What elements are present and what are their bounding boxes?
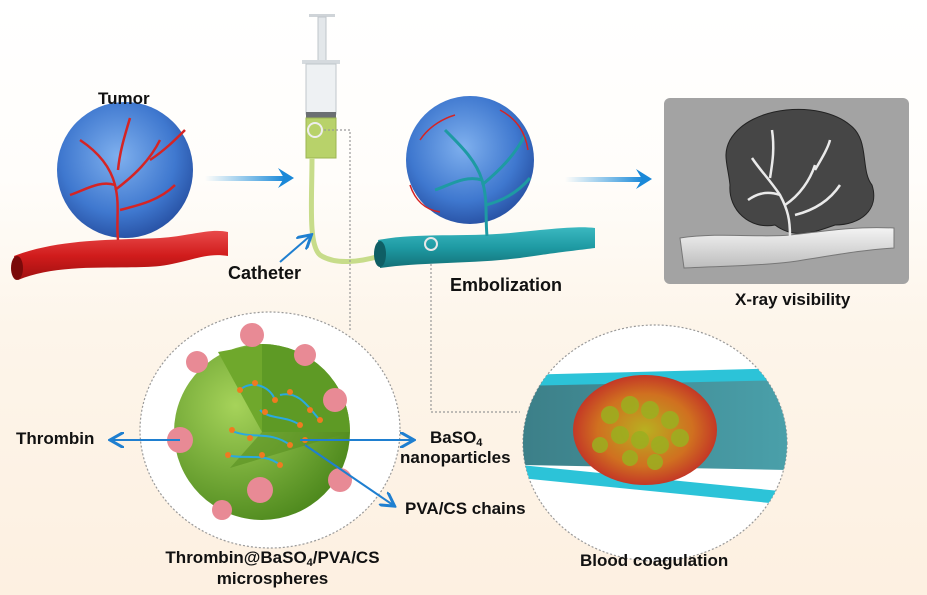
- pva-cs-chains-label: PVA/CS chains: [405, 499, 526, 518]
- blood-coagulation-label: Blood coagulation: [580, 551, 729, 570]
- microsphere-title-line2: microspheres: [216, 569, 329, 588]
- microsphere-title-line1: Thrombin@BaSO4/PVA/CS: [145, 548, 400, 569]
- microsphere-title: Thrombin@BaSO4/PVA/CS microspheres: [145, 548, 400, 589]
- thrombin-label: Thrombin: [16, 429, 95, 448]
- baso4-nanoparticles: [225, 380, 323, 468]
- dotted-connector-syringe: [324, 129, 351, 330]
- microsphere-title-subscript: 4: [306, 557, 313, 569]
- flow-arrow-1: [205, 168, 294, 188]
- tumor-sphere: [57, 102, 193, 238]
- xray-visibility-label: X-ray visibility: [735, 290, 851, 309]
- baso4-label: BaSO4: [430, 428, 482, 449]
- dotted-connector-embolization: [430, 252, 520, 413]
- pva-cs-pointer-arrow: [304, 444, 393, 505]
- xray-panel: [664, 98, 909, 284]
- tumor-illustration: [11, 102, 228, 280]
- syringe-icon: [302, 14, 381, 265]
- thrombin-proteins: [167, 323, 352, 520]
- microsphere-title-part-b: /PVA/CS: [312, 548, 380, 567]
- baso4-text: BaSO: [430, 428, 477, 447]
- xray-tumor: [725, 108, 875, 234]
- blood-clot: [573, 375, 717, 485]
- xray-vessel: [679, 227, 895, 269]
- catheter-pointer-arrow: [279, 236, 310, 263]
- tumor-label: Tumor: [98, 89, 150, 108]
- red-blood-vessel: [14, 230, 228, 280]
- catheter-tube: [308, 157, 381, 265]
- catheter-label: Catheter: [228, 263, 302, 283]
- baso4-subscript: 4: [476, 437, 483, 449]
- tumor-sphere-embolized: [406, 96, 534, 224]
- embolized-tumor-illustration: [374, 96, 595, 268]
- embolization-label: Embolization: [450, 275, 562, 295]
- microsphere-title-part-a: Thrombin@BaSO: [165, 548, 307, 567]
- flow-arrow-2: [565, 169, 652, 189]
- nanoparticles-label: nanoparticles: [400, 448, 511, 467]
- microsphere-zoom: [139, 311, 401, 549]
- coagulation-zoom: [522, 324, 788, 562]
